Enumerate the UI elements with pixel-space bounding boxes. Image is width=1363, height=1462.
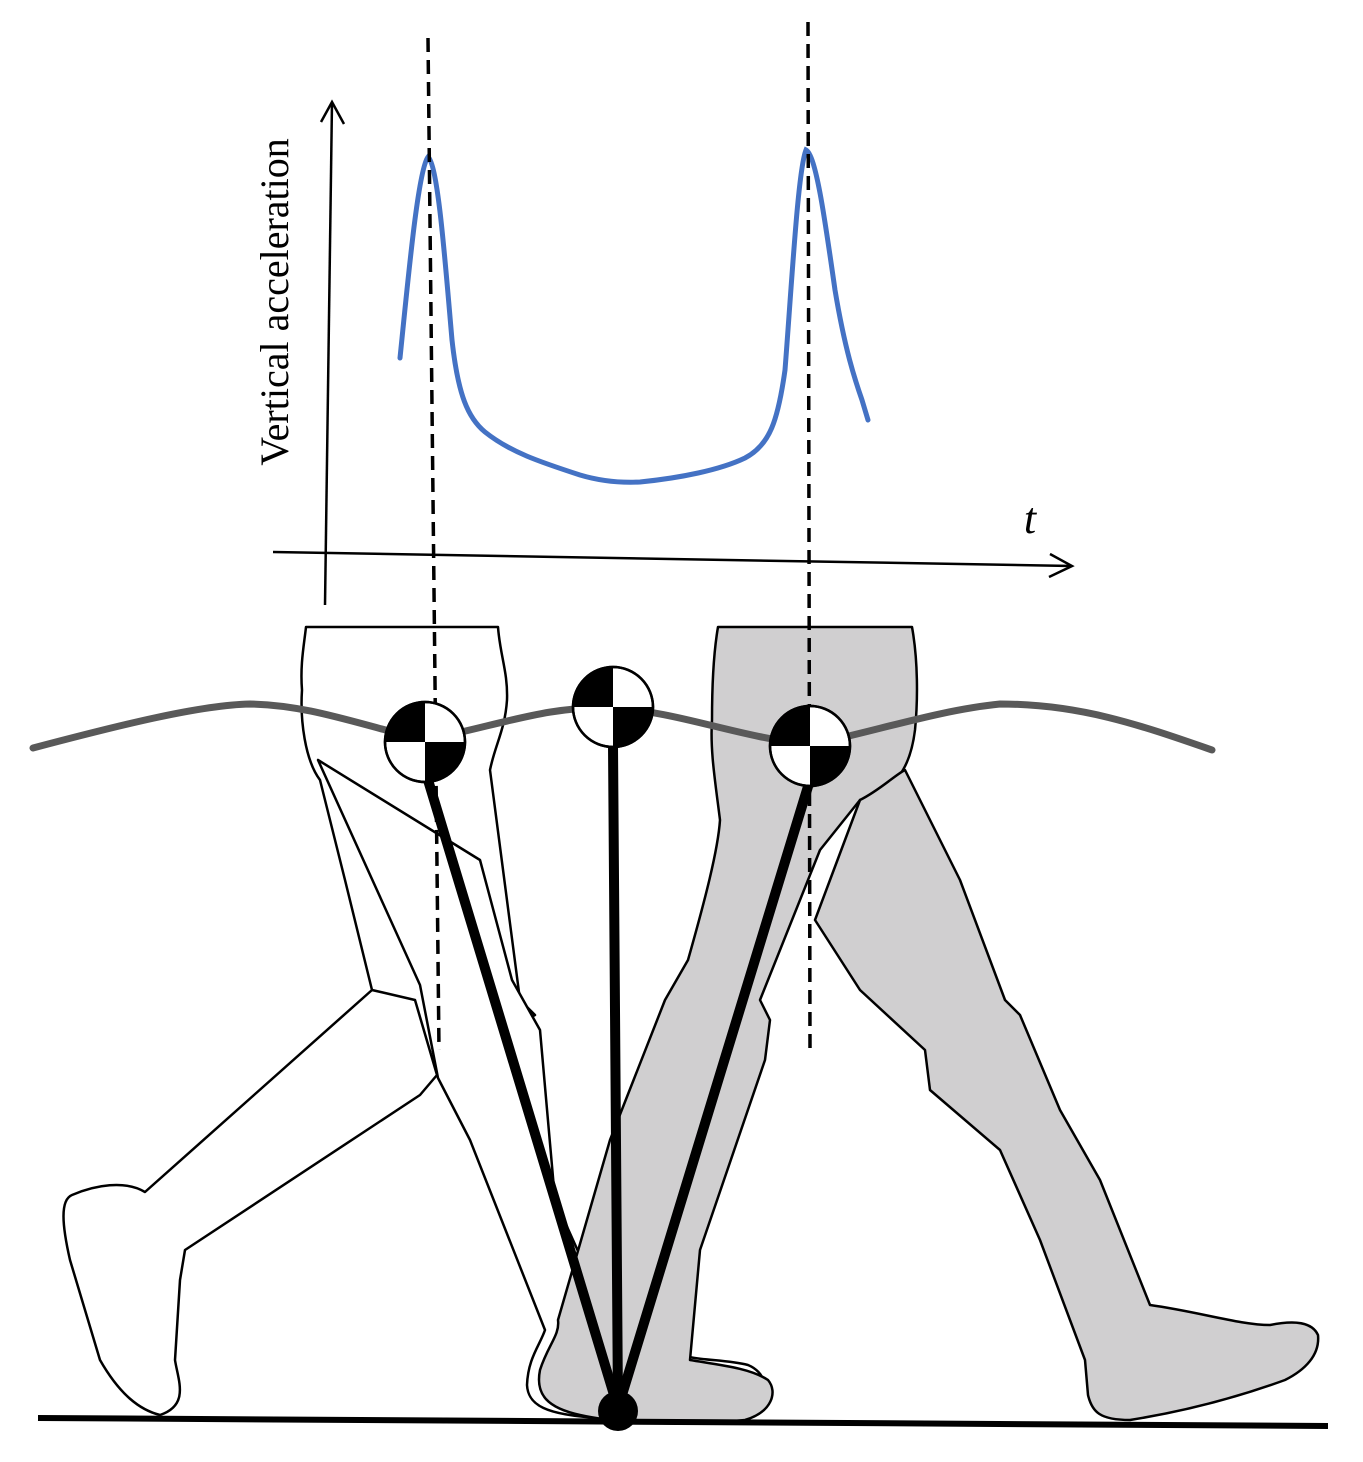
y-axis-label: Vertical acceleration	[252, 138, 297, 466]
strut-middle	[608, 740, 623, 1413]
strut-right	[613, 775, 815, 1413]
y-axis-line	[323, 101, 334, 606]
leading-leg-front	[813, 768, 1320, 1422]
acceleration-axes	[272, 99, 1075, 606]
com-marker-left	[383, 700, 467, 784]
leading-leg	[537, 625, 1320, 1425]
leading-leg-rear	[537, 625, 919, 1425]
pendulum-struts	[423, 740, 815, 1413]
y-axis-arrowhead	[319, 99, 346, 125]
trailing-leg	[62, 625, 766, 1420]
dashed-guide-right	[806, 21, 812, 1051]
strut-left	[423, 775, 623, 1413]
dashed-guides	[426, 21, 812, 1051]
ground-line	[37, 1415, 1329, 1429]
dashed-guide-left	[426, 37, 441, 1051]
trailing-leg-shank	[62, 988, 439, 1417]
x-axis-line	[272, 550, 1073, 568]
x-axis-label: t	[1024, 494, 1038, 543]
com-marker-right	[768, 704, 852, 788]
acceleration-curve	[397, 146, 871, 485]
com-marker-middle	[571, 665, 655, 749]
x-axis-arrowhead	[1048, 552, 1075, 579]
pivot-point	[598, 1391, 638, 1431]
